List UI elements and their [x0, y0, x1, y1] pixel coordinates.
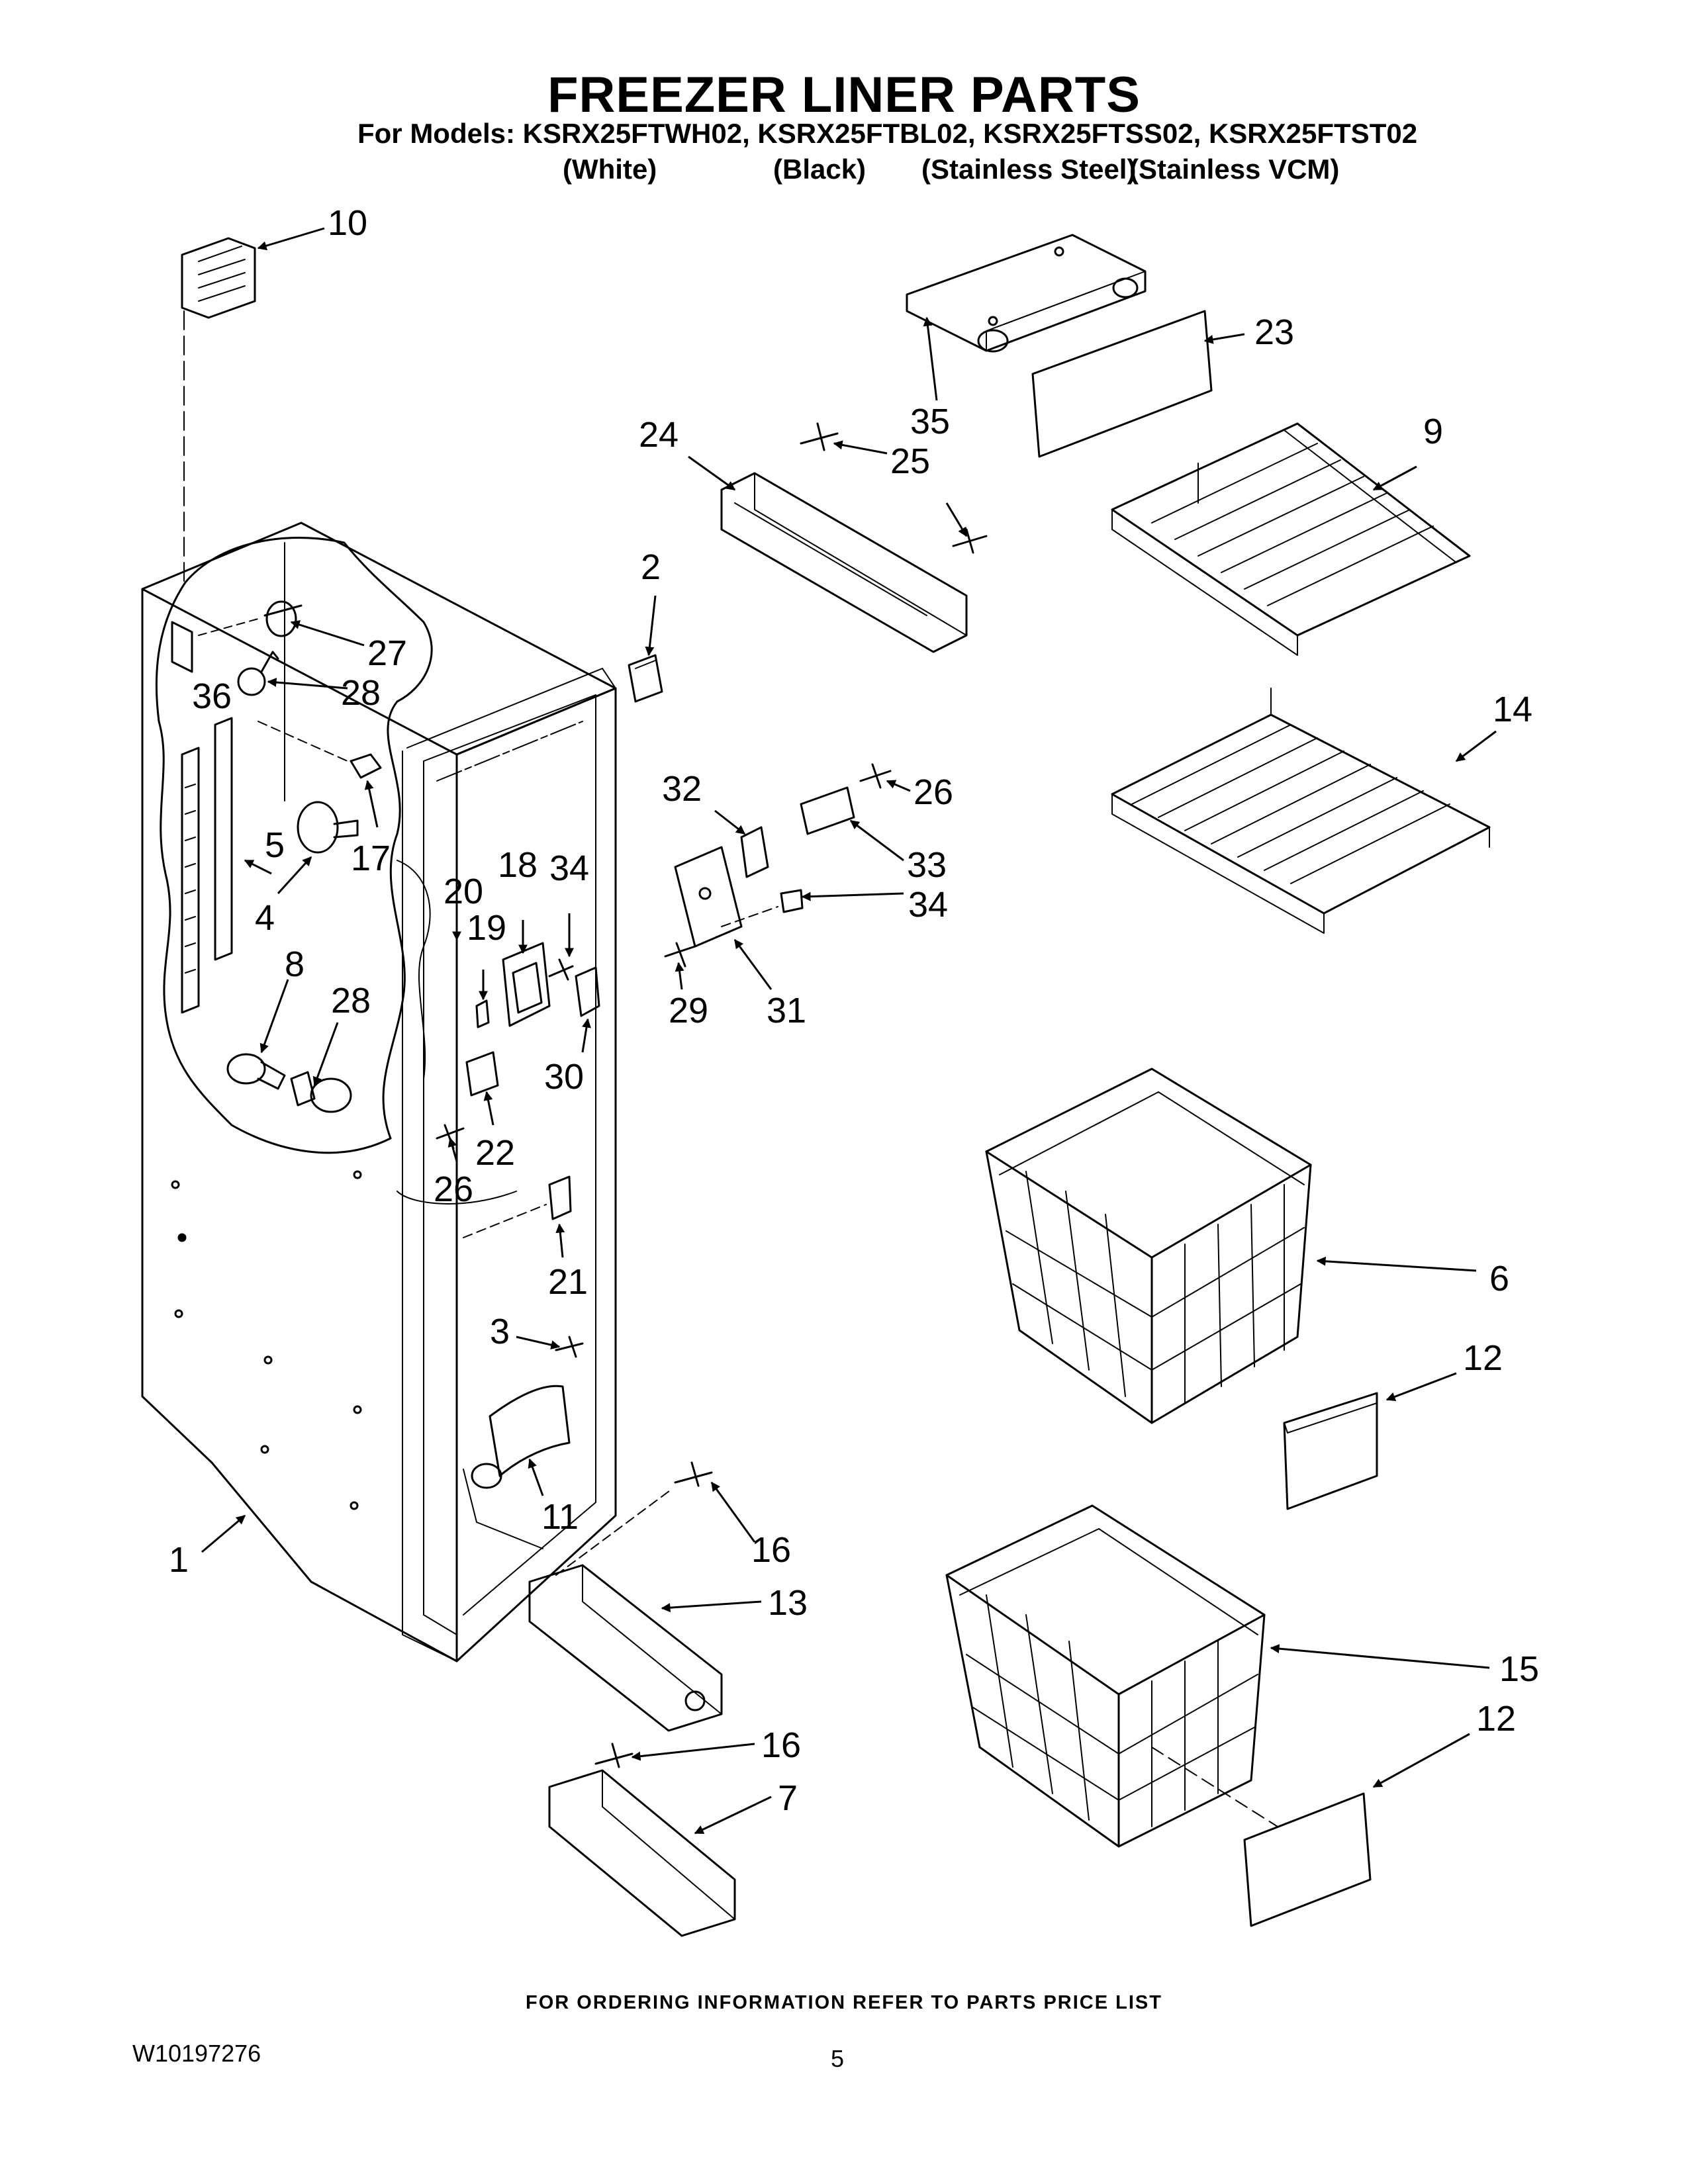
- part-4-knob: [298, 802, 357, 852]
- part-5-strip: [215, 718, 232, 960]
- part-22-board: [467, 1052, 498, 1095]
- part-9-shelf: [1112, 424, 1470, 655]
- callout-23: 23: [1254, 312, 1294, 352]
- callout-16-upper: 16: [751, 1530, 791, 1570]
- callout-27: 27: [367, 633, 407, 673]
- part-18-control-housing: [503, 943, 549, 1026]
- callout-36: 36: [192, 676, 232, 716]
- callout-31: 31: [767, 991, 806, 1030]
- part-8-socket: [228, 1054, 285, 1089]
- callout-10: 10: [328, 203, 367, 243]
- callout-1: 1: [169, 1540, 189, 1580]
- callout-28-upper: 28: [341, 673, 381, 713]
- callout-21: 21: [548, 1262, 588, 1302]
- callout-12-upper: 12: [1463, 1338, 1503, 1378]
- part-15-basket: [947, 1506, 1264, 1846]
- part-21-switch: [463, 1177, 571, 1238]
- part-26-screw-right: [861, 764, 890, 788]
- part-33-board: [801, 788, 854, 834]
- callout-4: 4: [255, 898, 275, 938]
- part-2-cap: [629, 655, 662, 702]
- part-36-light-shield: [182, 748, 199, 1013]
- callout-14: 14: [1493, 690, 1532, 729]
- callout-24: 24: [639, 415, 679, 455]
- part-3-screw: [556, 1337, 583, 1357]
- part-25-screw-a: [801, 424, 837, 450]
- part-29-screw: [665, 943, 695, 966]
- ordering-note: FOR ORDERING INFORMATION REFER TO PARTS …: [526, 1992, 1162, 2013]
- part-12-basket-front-lower: [1152, 1747, 1370, 1926]
- callout-34-right: 34: [908, 885, 948, 925]
- callout-5: 5: [265, 825, 285, 865]
- callout-20: 20: [444, 872, 483, 911]
- part-13-grille: [530, 1565, 722, 1731]
- variant-white: (White): [563, 154, 657, 185]
- callout-11: 11: [541, 1497, 579, 1537]
- part-31-plate: [675, 847, 741, 946]
- callout-3: 3: [490, 1312, 510, 1351]
- callout-29: 29: [669, 991, 708, 1030]
- callout-35: 35: [910, 402, 950, 441]
- callout-19: 19: [467, 908, 506, 948]
- callout-16-lower: 16: [761, 1725, 801, 1765]
- callout-6: 6: [1489, 1259, 1509, 1298]
- part-24-housing: [722, 473, 966, 652]
- part-6-basket: [986, 1069, 1311, 1423]
- callout-26-left: 26: [434, 1169, 473, 1209]
- part-27-light-socket: [172, 602, 301, 672]
- part-34-screw-left: [549, 960, 573, 979]
- part-25-screw-b: [953, 529, 986, 553]
- liner-cutaway: [155, 537, 433, 1154]
- part-11-cover: [472, 1386, 569, 1488]
- models-line: For Models: KSRX25FTWH02, KSRX25FTBL02, …: [357, 118, 1418, 149]
- callout-8: 8: [285, 944, 305, 984]
- callout-9: 9: [1423, 412, 1443, 451]
- callout-33: 33: [907, 845, 947, 885]
- part-35-hinge: [907, 235, 1145, 351]
- part-10-clip: [182, 238, 255, 318]
- part-23-panel: [1033, 311, 1211, 457]
- callout-28-lower: 28: [331, 981, 371, 1021]
- part-34-screw-right: [722, 890, 802, 927]
- page-number: 5: [831, 2045, 845, 2072]
- part-19-spring: [477, 1001, 489, 1027]
- part-14-shelf: [1112, 688, 1489, 933]
- callout-13: 13: [768, 1583, 808, 1623]
- variant-stainless-vcm: (Stainless VCM): [1129, 154, 1340, 185]
- callout-12-lower: 12: [1476, 1699, 1516, 1739]
- callout-34-left: 34: [549, 848, 589, 888]
- part-28-bulb-upper: [238, 652, 278, 695]
- part-7-grille: [549, 1770, 735, 1936]
- callout-2: 2: [641, 547, 661, 587]
- part-17-clip: [258, 721, 381, 778]
- callout-30: 30: [544, 1057, 584, 1097]
- callout-32: 32: [662, 769, 702, 809]
- callout-7: 7: [778, 1778, 798, 1818]
- part-16-screw-lower: [596, 1744, 632, 1767]
- part-26-screw-left: [437, 1125, 463, 1148]
- page-title: FREEZER LINER PARTS: [547, 67, 1141, 123]
- callout-25: 25: [890, 441, 930, 481]
- callout-17: 17: [351, 839, 391, 878]
- part-28-bulb-lower: [291, 1072, 351, 1112]
- part-32-bracket: [741, 827, 768, 877]
- part-16-screw-upper: [556, 1463, 712, 1575]
- part-30-bracket: [576, 968, 599, 1016]
- document-number: W10197276: [132, 2040, 261, 2067]
- callout-18: 18: [498, 845, 538, 885]
- variant-stainless-steel: (Stainless Steel): [921, 154, 1137, 185]
- variant-black: (Black): [773, 154, 867, 185]
- callout-26-right: 26: [914, 772, 953, 812]
- part-12-basket-front-upper: [1284, 1393, 1377, 1509]
- callout-22: 22: [475, 1133, 515, 1173]
- callout-15: 15: [1499, 1649, 1539, 1689]
